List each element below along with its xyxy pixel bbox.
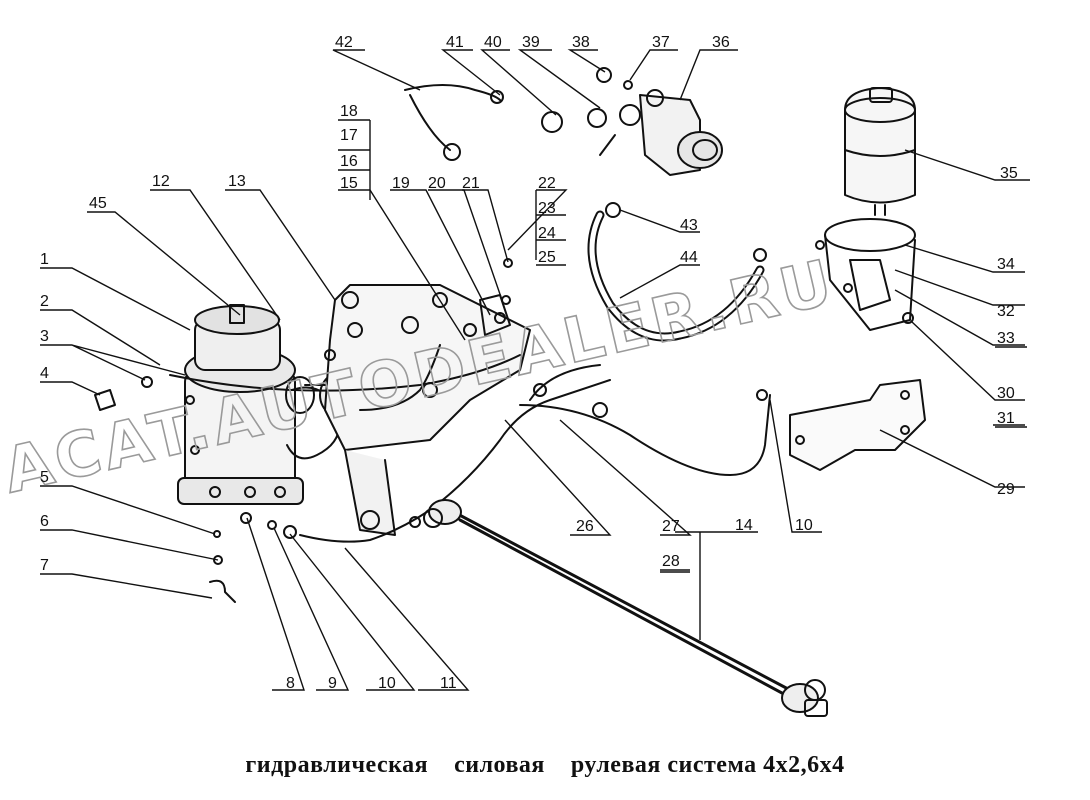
- label-part-20: 20: [428, 175, 446, 192]
- hose-44: [587, 202, 767, 342]
- label-part-11: 11: [440, 675, 457, 692]
- bracket-29: [789, 379, 926, 471]
- label-part-22: 22: [538, 175, 556, 192]
- tie-rod: [428, 499, 828, 717]
- power-steering-pump: [599, 89, 723, 176]
- label-part-15: 15: [340, 175, 358, 192]
- steering-gear: [177, 304, 341, 505]
- label-part-45: 45: [89, 195, 107, 212]
- diagram-caption: гидравлическая силовая рулевая система 4…: [245, 752, 845, 778]
- pipe-42: [404, 84, 504, 161]
- label-underlines: [660, 346, 1027, 573]
- reservoir-bracket: [824, 218, 916, 331]
- label-part-27: 27: [662, 518, 680, 535]
- label-part-10-right: 10: [795, 517, 813, 534]
- label-part-28: 28: [662, 553, 680, 570]
- label-part-41: 41: [446, 34, 464, 51]
- label-part-14: 14: [735, 517, 753, 534]
- label-part-35: 35: [1000, 165, 1018, 182]
- parts-drawing: [94, 67, 926, 717]
- label-part-6: 6: [40, 513, 49, 530]
- label-part-5: 5: [40, 469, 49, 486]
- label-part-4: 4: [40, 365, 49, 382]
- label-part-43: 43: [680, 217, 698, 234]
- label-part-31: 31: [997, 410, 1015, 427]
- label-part-9: 9: [328, 675, 337, 692]
- label-part-19: 19: [392, 175, 410, 192]
- label-part-17: 17: [340, 127, 358, 144]
- label-part-10-lower: 10: [378, 675, 396, 692]
- label-part-34: 34: [997, 256, 1015, 273]
- label-part-16: 16: [340, 153, 358, 170]
- label-part-12: 12: [152, 173, 170, 190]
- label-part-30: 30: [997, 385, 1015, 402]
- oil-reservoir: [844, 87, 916, 216]
- label-part-1: 1: [40, 251, 49, 268]
- label-part-29: 29: [997, 481, 1015, 498]
- label-part-3: 3: [40, 328, 49, 345]
- label-part-37: 37: [652, 34, 670, 51]
- label-part-13: 13: [228, 173, 246, 190]
- hydraulic-pipes: [169, 344, 771, 543]
- label-part-38: 38: [572, 34, 590, 51]
- label-part-7: 7: [40, 557, 49, 574]
- leader-lines: [40, 49, 1030, 691]
- label-part-32: 32: [997, 303, 1015, 320]
- fittings: [94, 67, 825, 603]
- label-part-33: 33: [997, 330, 1015, 347]
- part-labels: 1 2 3 4 5 6 7 8 9 10 11 12 13 14 15 16 1…: [40, 34, 1018, 692]
- label-part-2: 2: [40, 293, 49, 310]
- label-part-26: 26: [576, 518, 594, 535]
- label-part-24: 24: [538, 225, 556, 242]
- label-part-21: 21: [462, 175, 480, 192]
- label-part-18: 18: [340, 103, 358, 120]
- label-part-40: 40: [484, 34, 502, 51]
- label-part-23: 23: [538, 200, 556, 217]
- label-part-39: 39: [522, 34, 540, 51]
- label-part-8: 8: [286, 675, 295, 692]
- label-part-44: 44: [680, 249, 698, 266]
- label-part-42: 42: [335, 34, 353, 51]
- label-part-36: 36: [712, 34, 730, 51]
- label-part-25: 25: [538, 249, 556, 266]
